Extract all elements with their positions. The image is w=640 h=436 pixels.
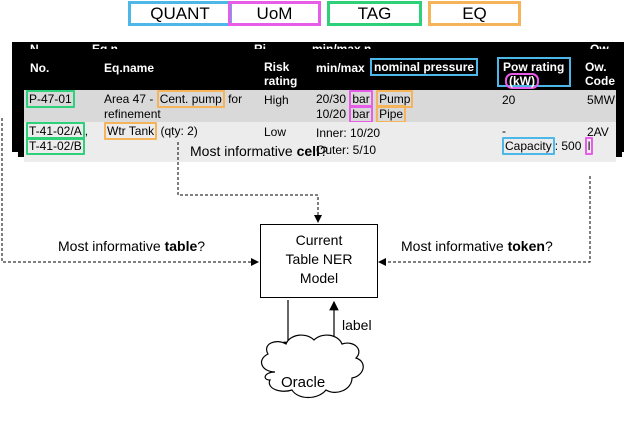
uom-entity: bar — [349, 105, 373, 123]
header-nominal-pressure: nominal pressure — [370, 58, 479, 76]
eq-entity: Pump — [376, 90, 414, 108]
model-line: Model — [299, 270, 339, 286]
legend-tag: TAG — [327, 1, 422, 26]
text-fragment: 20/30 — [316, 92, 350, 106]
text-fragment: Most informative — [401, 238, 508, 254]
cell-question: Most informative cell? — [190, 143, 328, 159]
uom-entity: l — [584, 137, 594, 155]
header-minmax: min/max — [316, 61, 365, 75]
cell-r1-no: P-47-01 — [26, 90, 75, 108]
edge-label: label — [342, 317, 372, 333]
header-owcode: Ow. Code — [585, 60, 615, 88]
cell-r2-risk: Low — [264, 125, 287, 139]
text-fragment: ? — [319, 143, 328, 159]
header-pow-rating-box: Pow rating (kW) — [497, 57, 571, 89]
text-fragment: token — [507, 238, 545, 254]
text-fragment: 10/20 — [316, 107, 350, 121]
text-fragment: refinement — [104, 107, 161, 121]
table-header-row: No. Eq.name Risk rating min/max nominal … — [24, 56, 616, 90]
cell-r1-risk: High — [264, 93, 289, 107]
tag-entity: T-41-02/B — [26, 137, 85, 155]
table-question: Most informative table? — [58, 238, 205, 254]
text-fragment: table — [164, 238, 198, 254]
token-connector — [378, 176, 591, 266]
text-fragment: for — [224, 92, 243, 106]
tag-entity: T-41-02/A — [26, 122, 85, 140]
text-fragment: (qty: 2) — [157, 124, 198, 138]
legend-uom-label: UoM — [256, 4, 293, 23]
eq-entity: Cent. pump — [156, 90, 225, 108]
text-fragment: Most informative — [190, 143, 297, 159]
table-row: P-47-01 Area 47 - Cent. pump for refinem… — [24, 90, 616, 123]
text-fragment: Most informative — [58, 238, 165, 254]
model-line: Current — [295, 232, 343, 248]
cell-r1-owcode: 5MW — [587, 93, 615, 107]
eq-entity: Wtr Tank — [104, 122, 158, 140]
tag-entity: P-47-01 — [26, 90, 75, 108]
text-fragment: cell — [296, 143, 320, 159]
text-fragment: Outer: 5/10 — [316, 143, 377, 157]
oracle-cloud-shape — [260, 334, 364, 399]
model-line: Table NER — [285, 251, 353, 267]
oracle-label: Oracle — [281, 374, 326, 391]
eq-entity: Pipe — [376, 105, 407, 123]
legend-quant-label: QUANT — [150, 4, 210, 23]
text-fragment: - — [502, 124, 506, 138]
cell-r2-pressure: Inner: 10/20 Outer: 5/10 — [316, 125, 380, 159]
header-eqname: Eq.name — [104, 61, 155, 75]
cell-r2-pow: - Capacity: 500 l — [502, 124, 594, 155]
legend-uom: UoM — [228, 1, 321, 26]
cell-r1-eqname: Area 47 - Cent. pump for refinement — [104, 90, 243, 122]
text-fragment: Area 47 - — [104, 92, 157, 106]
text-fragment: ? — [197, 238, 206, 254]
text-fragment: ? — [544, 238, 553, 254]
text-fragment: : 500 — [554, 139, 585, 153]
header-kw: (kW) — [505, 73, 539, 89]
uom-entity: bar — [349, 90, 373, 108]
cell-r2-no: T-41-02/A, T-41-02/B — [26, 122, 89, 155]
cell-connector — [177, 142, 322, 223]
cell-r2-owcode: 2AV — [587, 125, 609, 139]
cell-r1-pow: 20 — [502, 93, 516, 107]
front-table: No. Eq.name Risk rating min/max nominal … — [24, 56, 616, 162]
quant-entity: Capacity — [502, 137, 555, 155]
table-connector — [1, 118, 259, 266]
current-model-node: Current Table NER Model — [260, 224, 378, 298]
header-risk: Risk rating — [264, 60, 298, 88]
legend-eq: EQ — [428, 1, 521, 26]
cell-r2-eqname: Wtr Tank (qty: 2) — [104, 122, 198, 140]
legend-eq-label: EQ — [462, 4, 487, 23]
table-row: T-41-02/A, T-41-02/B Wtr Tank (qty: 2) L… — [24, 122, 616, 162]
header-no: No. — [30, 61, 50, 75]
text-fragment: , — [84, 124, 89, 138]
header-pow-rating: Pow rating — [503, 60, 565, 74]
text-fragment: Inner: 10/20 — [316, 126, 381, 140]
cell-r1-pressure: 20/30 bar Pump 10/20 bar Pipe — [316, 90, 414, 123]
legend-tag-label: TAG — [357, 4, 392, 23]
token-question: Most informative token? — [401, 238, 553, 254]
